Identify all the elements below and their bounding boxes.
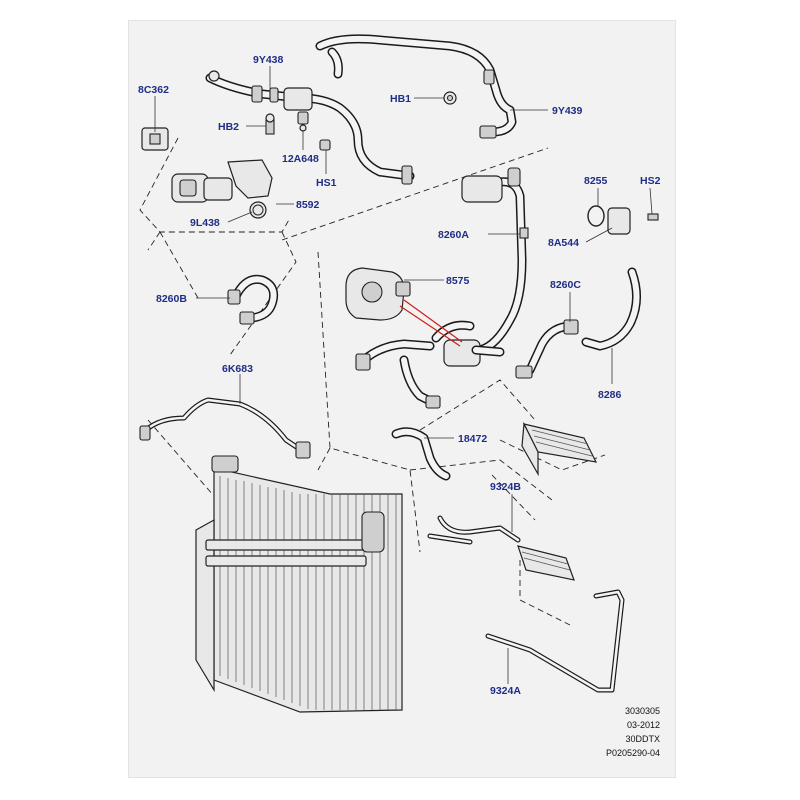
label-9Y438: 9Y438: [253, 54, 284, 66]
reference-block: 3030305 03-2012 30DDTX P0205290-04: [606, 706, 660, 758]
hose-8260C: [515, 319, 579, 379]
callout-lines: [399, 299, 463, 347]
leader-lines: [154, 66, 653, 684]
ref-line-4: P0205290-04: [606, 748, 660, 758]
label-9324B: 9324B: [490, 481, 521, 493]
label-9324A: 9324A: [490, 685, 521, 697]
radiator-fins: [219, 476, 397, 710]
ref-line-1: 3030305: [625, 706, 660, 716]
label-8A544: 8A544: [548, 237, 579, 249]
label-8C362: 8C362: [138, 84, 169, 96]
oil-cooler-lower: [517, 545, 575, 581]
label-9Y439: 9Y439: [552, 105, 583, 117]
part-labels: 8C362 9Y438 HB2 12A648 HS1 HB1 9Y439 859…: [138, 54, 661, 697]
label-8260C: 8260C: [550, 279, 581, 291]
clip-HS1: [319, 139, 331, 151]
bolt-HB2: [265, 113, 275, 135]
bolt-HS2: [647, 213, 659, 221]
label-HS1: HS1: [316, 177, 337, 189]
outlet-8A544: [607, 207, 631, 235]
radiator: [195, 455, 403, 713]
hose-6K683: [139, 397, 311, 459]
sensor-8C362: [141, 127, 169, 151]
ref-line-3: 30DDTX: [625, 734, 660, 744]
hose-9Y438: [205, 70, 415, 185]
bolt-HB1: [443, 91, 457, 105]
label-HB1: HB1: [390, 93, 411, 105]
oil-cooler: [521, 421, 598, 477]
label-8260A: 8260A: [438, 229, 469, 241]
ref-line-2: 03-2012: [627, 720, 660, 730]
hose-8286: [581, 267, 641, 351]
hose-lower-pump: [355, 339, 441, 409]
thermostat-8592: [171, 159, 273, 219]
label-9L438: 9L438: [190, 217, 220, 229]
label-8592: 8592: [296, 199, 320, 211]
sensor-12A648: [297, 111, 309, 132]
pump-8575: [345, 267, 505, 367]
label-12A648: 12A648: [282, 153, 319, 165]
label-8286: 8286: [598, 389, 622, 401]
label-HB2: HB2: [218, 121, 239, 133]
label-8260B: 8260B: [156, 293, 187, 305]
hose-18472: [391, 427, 451, 481]
hose-9Y439: [315, 34, 517, 139]
pipe-9324A: [485, 589, 625, 693]
label-8575: 8575: [446, 275, 470, 287]
label-18472: 18472: [458, 433, 487, 445]
label-8255: 8255: [584, 175, 608, 187]
hose-8260A: [461, 167, 529, 355]
hose-8260B: [227, 274, 279, 325]
label-HS2: HS2: [640, 175, 661, 187]
seal-8255: [587, 205, 605, 227]
label-6K683: 6K683: [222, 363, 253, 375]
pipe-9324B: [427, 515, 521, 545]
